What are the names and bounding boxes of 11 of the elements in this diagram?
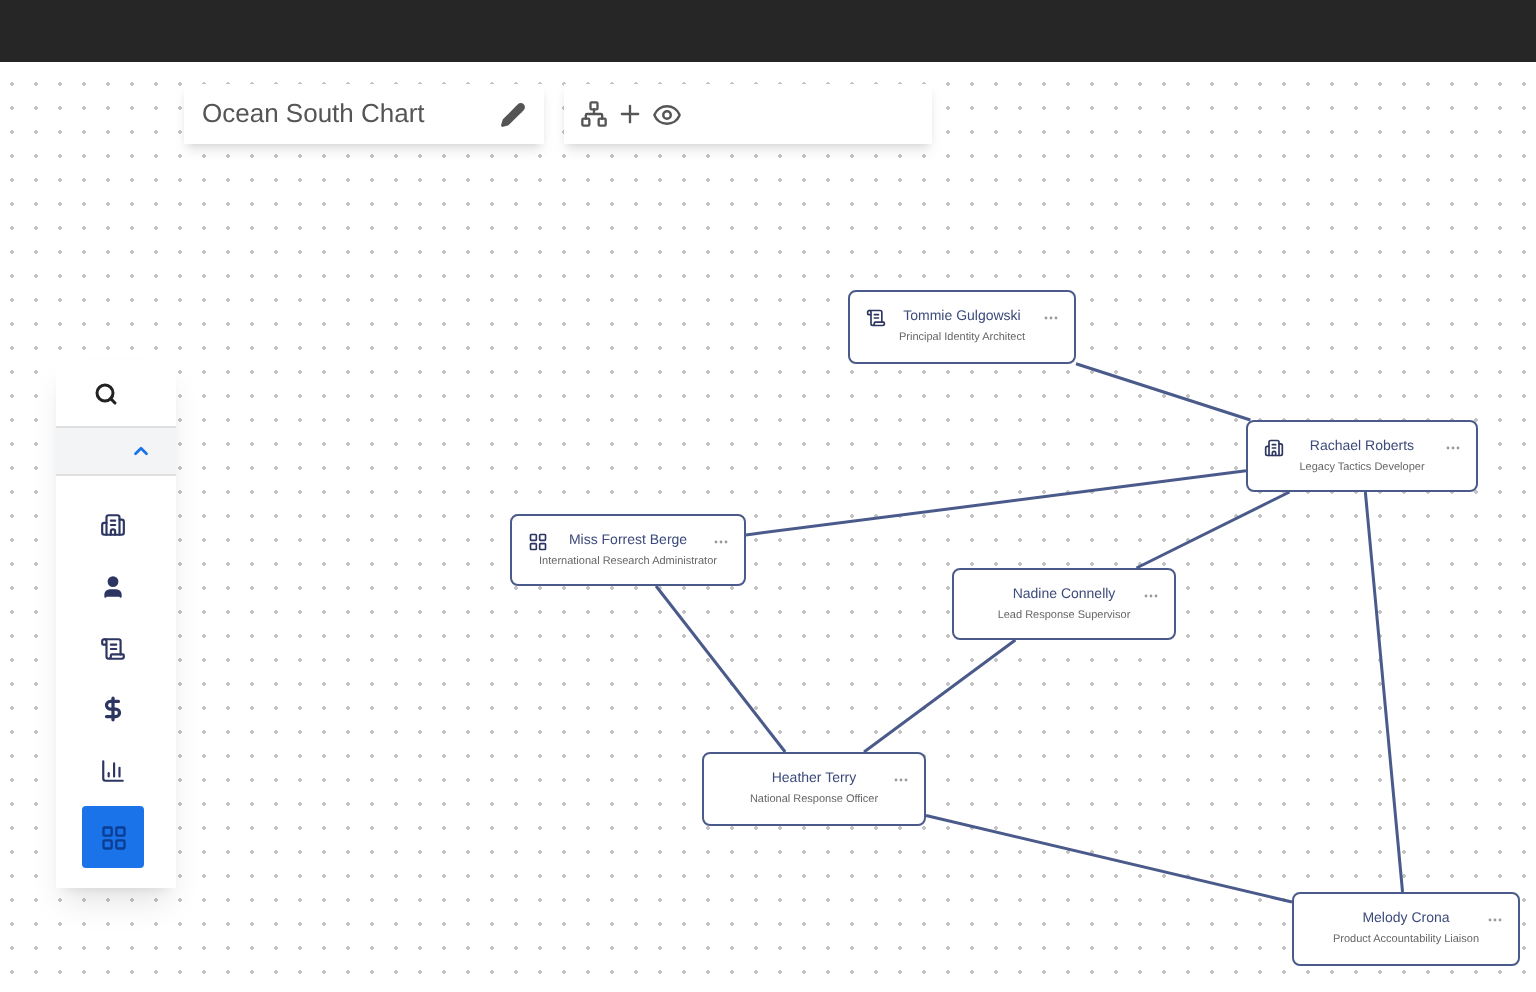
chart-title: Ocean South Chart	[202, 96, 425, 133]
connector-line	[1363, 491, 1405, 893]
person-card	[702, 752, 926, 826]
person-card	[848, 290, 1076, 364]
person-card	[1246, 420, 1478, 492]
person-card	[510, 514, 746, 586]
connector-line	[745, 469, 1247, 537]
person-card	[952, 568, 1176, 640]
connector-line	[1075, 362, 1251, 422]
person-card	[1292, 892, 1520, 966]
connector-line	[925, 814, 1293, 904]
